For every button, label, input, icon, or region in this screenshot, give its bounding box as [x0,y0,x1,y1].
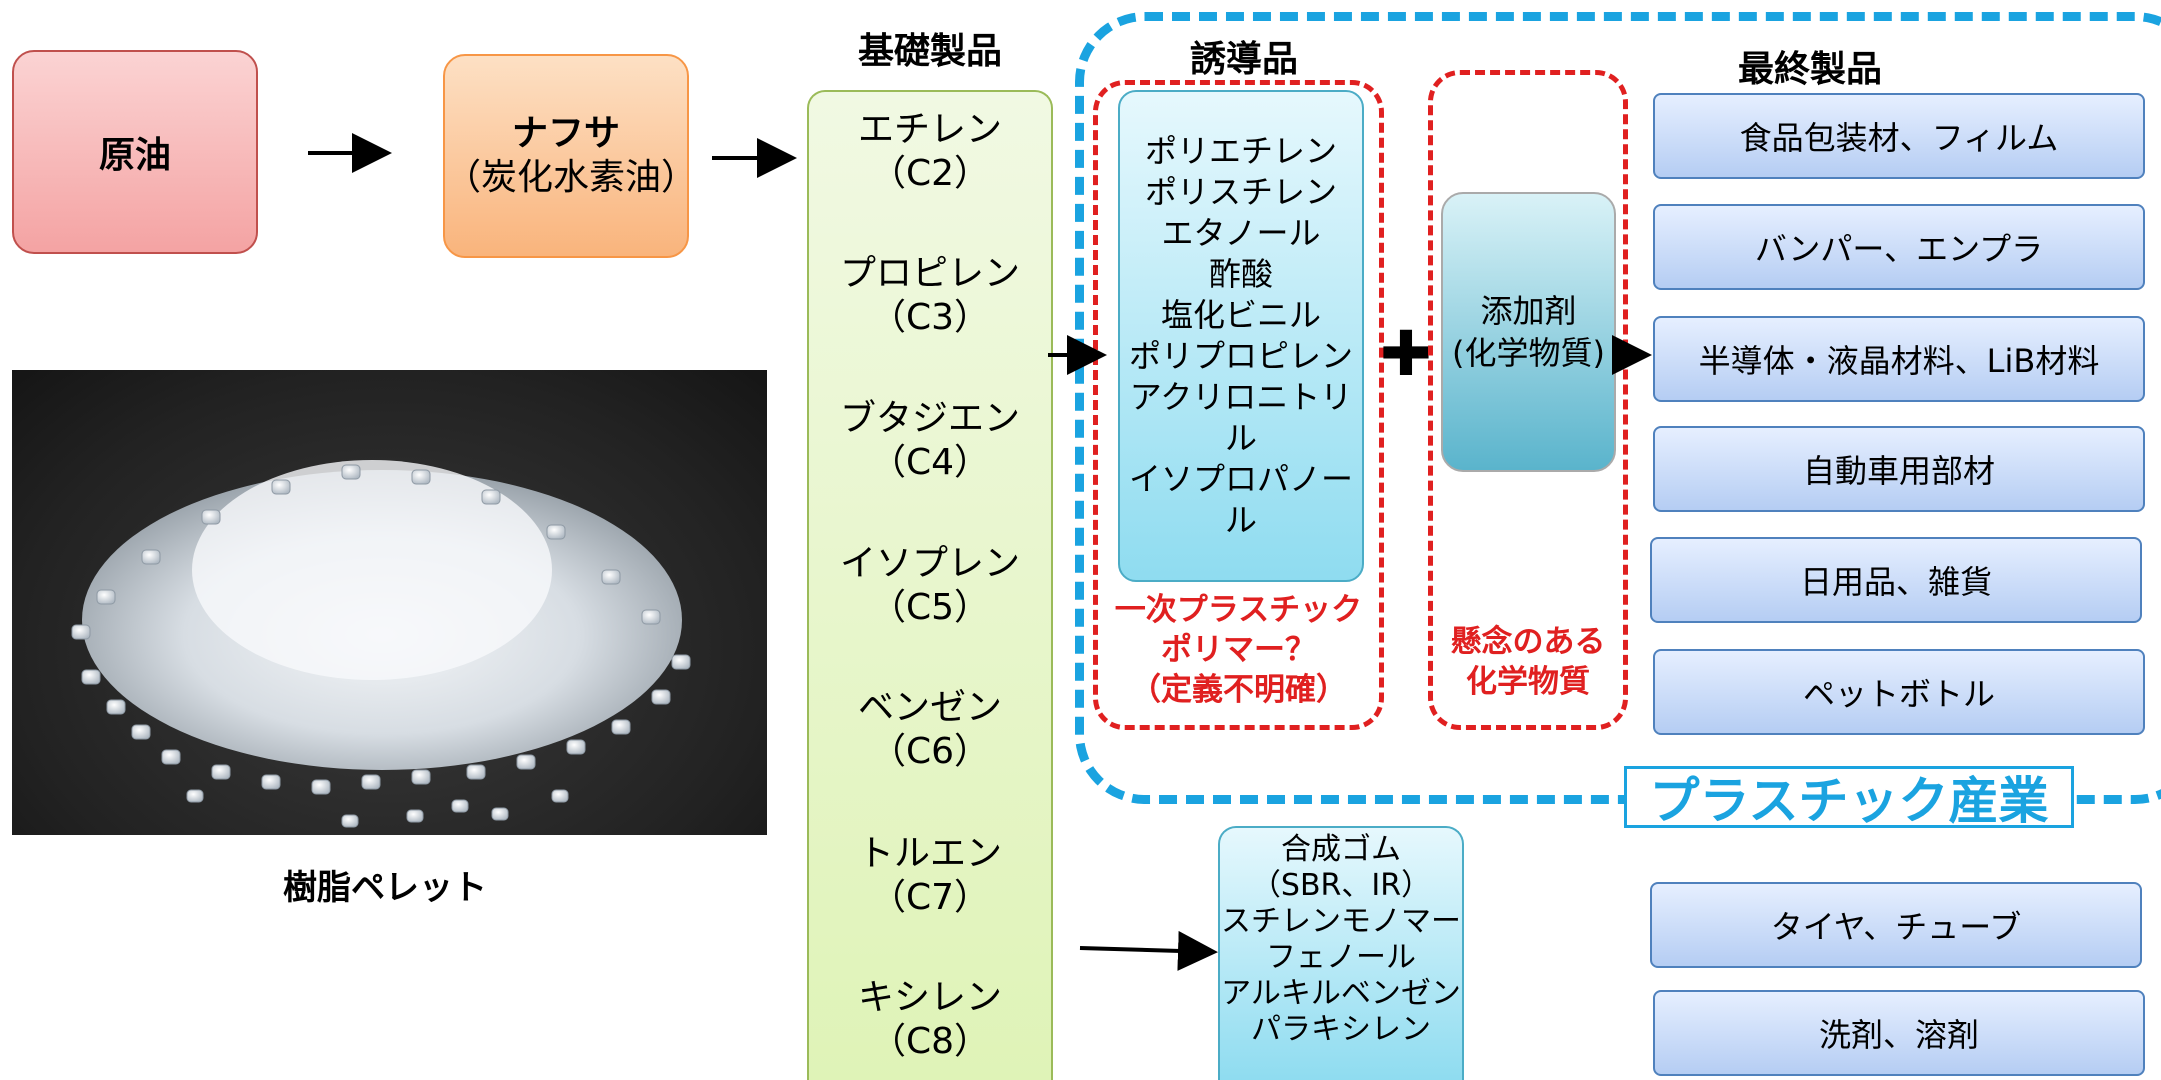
primary-plastic-dashed-group [1093,80,1384,730]
photo-caption: 樹脂ペレット [283,868,487,908]
crude-oil-box: 原油 [12,50,258,254]
final-product-box: 食品包装材、フィルム [1653,93,2145,179]
plastic-industry-label: プラスチック産業 [1624,766,2074,830]
concern-chemicals-note: 懸念のある 化学物質 [1450,624,1606,700]
primary-plastic-note: 一次プラスチック ポリマー？ （定義不明確） [1114,592,1363,708]
derivative-item: エタノール [1161,214,1321,252]
arrow-basic-to-other-derivatives [1079,930,1218,971]
naphtha-label: ナフサ [511,113,620,154]
basic-products-heading: 基礎製品 [858,31,1003,72]
basic-product-propylene: プロピレン （C3） [839,253,1020,338]
resin-pellets-image [71,460,691,828]
final-products-heading: 最終製品 [1738,49,1883,90]
basic-products-box [807,90,1053,1080]
derivative-item: ポリスチレン [1144,173,1337,211]
final-product-box: 自動車用部材 [1653,426,2145,512]
derivative-item: アクリロニトリル [1129,378,1353,457]
final-product-box: ペットボトル [1653,649,2145,735]
final-product-box-detergent: 洗剤、溶剤 [1653,990,2145,1076]
basic-product-xylene: キシレン （C8） [857,977,1002,1062]
additive-sublabel: (化学物質) [1452,334,1605,372]
resin-pellets-photo [12,370,767,835]
additive-label: 添加剤 [1480,292,1577,330]
final-product-box: 半導体・液晶材料、LiB材料 [1653,316,2145,402]
naphtha-box: ナフサ （炭化水素油） [443,54,698,258]
derivative-item: ポリエチレン [1144,132,1337,170]
final-product-box: バンパー、エンプラ [1653,204,2145,290]
plus-icon: ✚ [1380,317,1432,390]
crude-oil-label: 原油 [98,135,171,176]
other-derivatives-box: 合成ゴム （SBR、IR） スチレンモノマー フェノール アルキルベンゼン パラ… [1218,826,1464,1080]
derivative-item: ポリプロピレン [1128,337,1353,375]
naphtha-sublabel: （炭化水素油） [445,157,698,198]
basic-product-isoprene: イソプレン （C5） [839,543,1020,628]
additive-box: 添加剤 (化学物質) [1441,192,1616,472]
basic-product-benzene: ベンゼン （C6） [857,687,1002,772]
derivatives-box: ポリエチレン ポリスチレン エタノール 酢酸 塩化ビニル ポリプロピレン アクリ… [1118,90,1364,582]
basic-product-toluene: トルエン （C7） [857,833,1002,918]
concern-chemicals-dashed-group [1428,70,1628,730]
plastic-industry-outline [1075,12,2161,804]
final-product-box-tire: タイヤ、チューブ [1650,882,2142,968]
derivative-item: イソプロパノール [1128,460,1353,539]
derivative-item: 塩化ビニル [1160,296,1321,334]
derivatives-heading: 誘導品 [1190,39,1299,80]
final-product-box: 日用品、雑貨 [1650,537,2142,623]
derivative-item: 酢酸 [1208,255,1273,293]
basic-product-butadiene: ブタジエン （C4） [839,398,1020,483]
basic-product-ethylene: エチレン （C2） [857,109,1002,194]
